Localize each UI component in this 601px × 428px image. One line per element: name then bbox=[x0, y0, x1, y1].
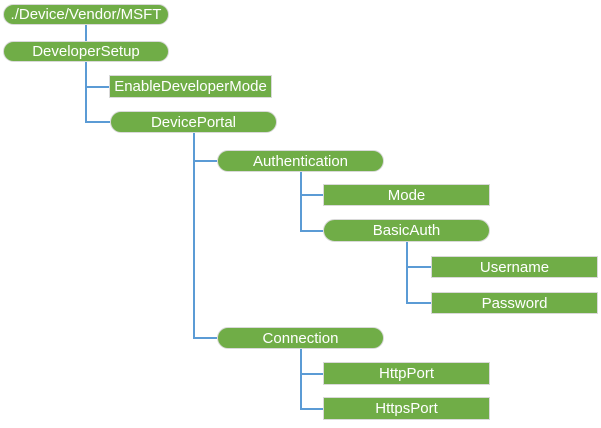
tree-node-httpport: HttpPort bbox=[323, 362, 490, 385]
connector-connection-httpsport bbox=[299, 407, 323, 410]
tree-node-connection: Connection bbox=[217, 327, 384, 349]
node-label: Password bbox=[481, 294, 548, 312]
connector-trunk-deviceportal bbox=[192, 133, 195, 338]
node-label: ./Device/Vendor/MSFT bbox=[10, 6, 162, 23]
node-label: Authentication bbox=[252, 152, 349, 170]
tree-node-httpsport: HttpsPort bbox=[323, 397, 490, 420]
node-label: Connection bbox=[262, 329, 339, 347]
node-label: DeveloperSetup bbox=[32, 43, 140, 60]
connector-deviceportal-authentication bbox=[192, 160, 217, 162]
node-label: Mode bbox=[387, 186, 426, 204]
tree-node-username: Username bbox=[431, 256, 598, 278]
connector-authentication-basicauth bbox=[299, 229, 323, 232]
node-label: HttpPort bbox=[378, 365, 435, 382]
connector-developersetup-deviceportal bbox=[85, 121, 110, 123]
connector-connection-httpport bbox=[299, 372, 323, 375]
connector-trunk-basicauth bbox=[405, 242, 408, 303]
connector-developersetup-enabledevelopermode bbox=[85, 85, 109, 88]
node-label: BasicAuth bbox=[372, 222, 441, 239]
connector-trunk-connection bbox=[299, 349, 302, 409]
connector-deviceportal-connection bbox=[192, 337, 217, 339]
node-label: Username bbox=[479, 258, 550, 276]
connector-authentication-mode bbox=[299, 194, 323, 196]
tree-node-developersetup: DeveloperSetup bbox=[3, 41, 169, 62]
node-label: HttpsPort bbox=[375, 400, 438, 417]
tree-node-deviceportal: DevicePortal bbox=[110, 111, 277, 133]
connector-trunk-authentication bbox=[299, 172, 302, 231]
tree-node-mode: Mode bbox=[323, 184, 490, 206]
tree-node-basicauth: BasicAuth bbox=[323, 219, 490, 242]
connector-basicauth-password bbox=[405, 302, 431, 304]
connector-basicauth-username bbox=[405, 266, 431, 268]
tree-node-enabledevelopermode: EnableDeveloperMode bbox=[109, 75, 272, 98]
node-label: DevicePortal bbox=[150, 113, 237, 131]
tree-node-root: ./Device/Vendor/MSFT bbox=[3, 4, 169, 25]
tree-node-password: Password bbox=[431, 292, 598, 314]
node-label: EnableDeveloperMode bbox=[114, 78, 267, 95]
connector-root-developersetup bbox=[85, 25, 87, 41]
tree-node-authentication: Authentication bbox=[217, 150, 384, 172]
connector-trunk-developersetup bbox=[85, 62, 87, 122]
